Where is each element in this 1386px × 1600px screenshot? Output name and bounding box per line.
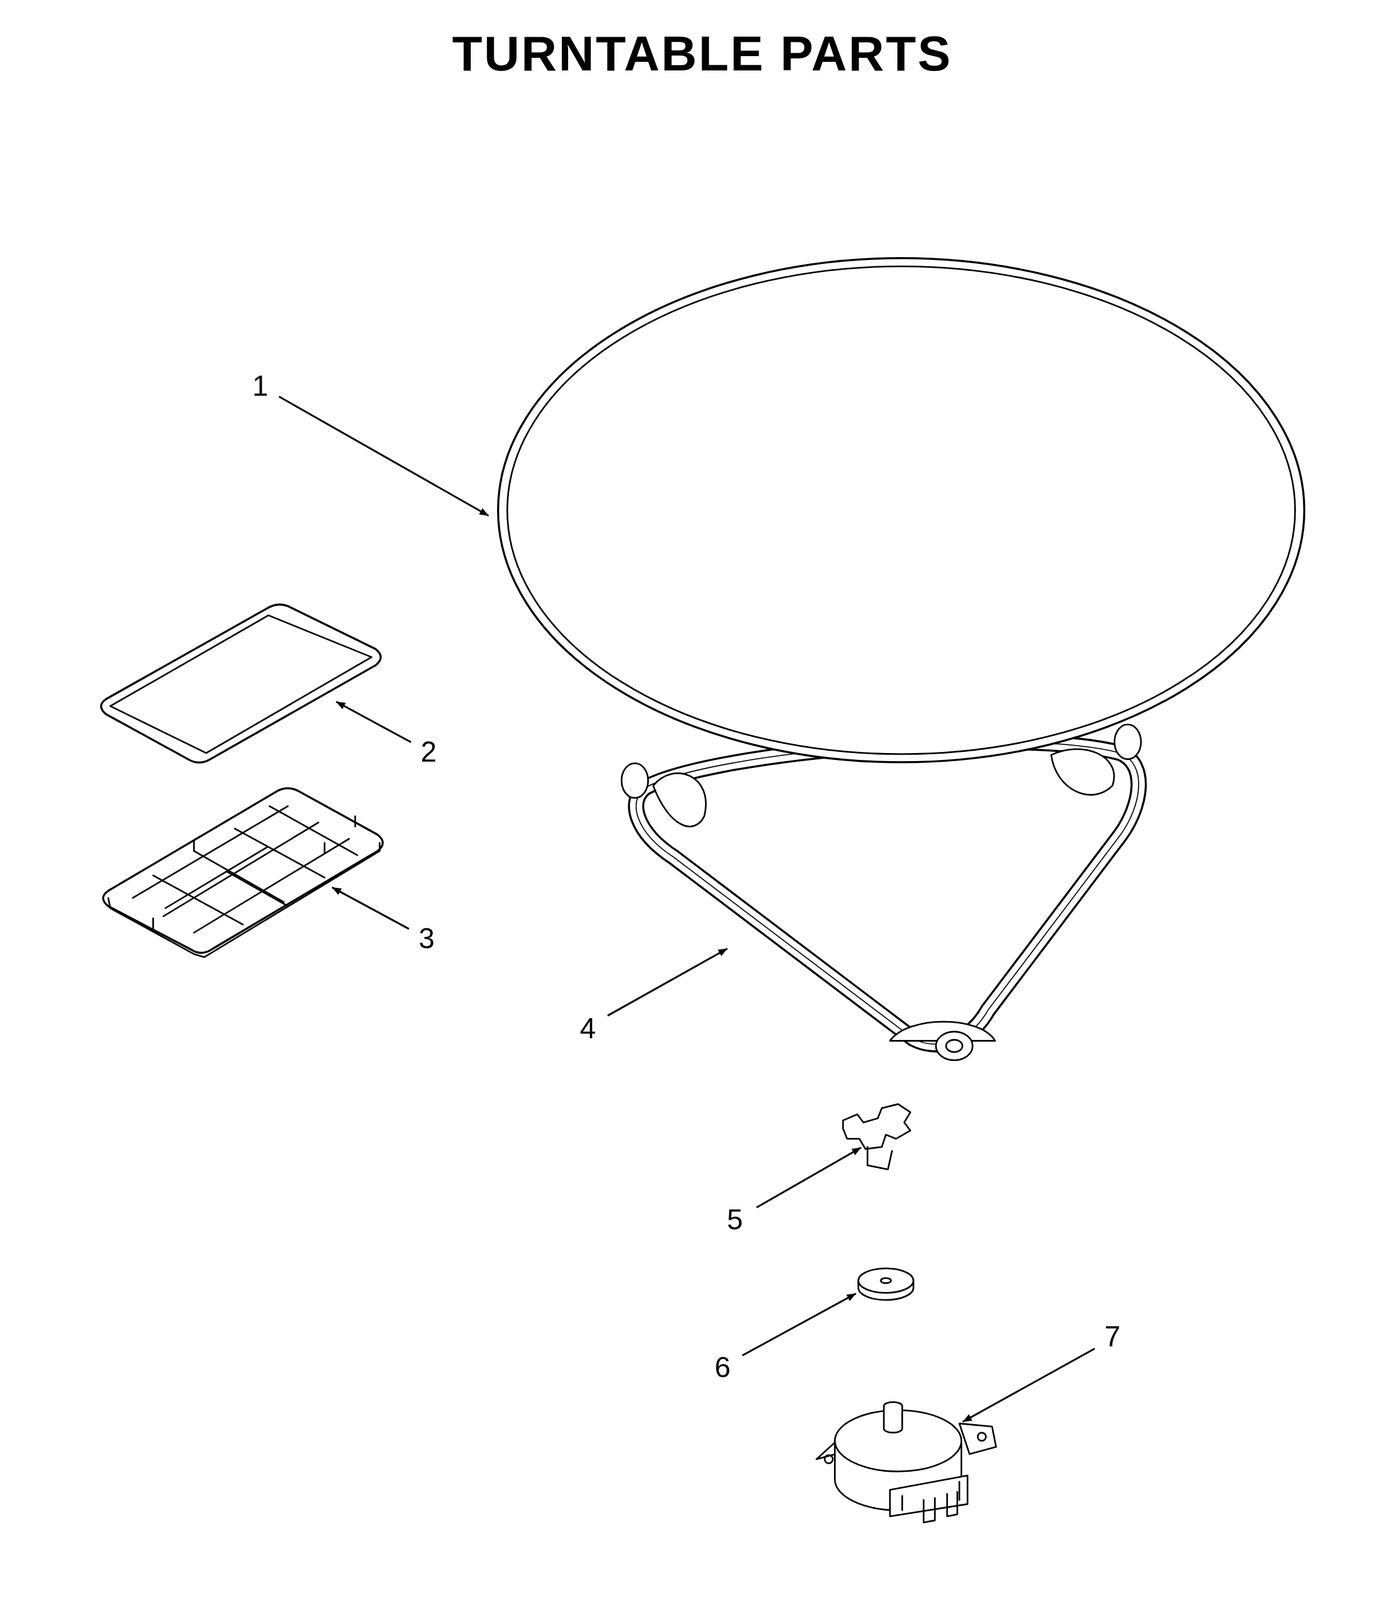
callout-number: 5 <box>723 1204 747 1236</box>
callout-number: 3 <box>415 923 439 955</box>
callout-number: 1 <box>249 370 273 402</box>
callout-number: 4 <box>576 1013 600 1045</box>
callout-number: 2 <box>417 736 441 768</box>
diagram-title: TURNTABLE PARTS <box>451 28 952 78</box>
callout-number: 7 <box>1101 1321 1125 1353</box>
callout-number: 6 <box>711 1352 735 1384</box>
